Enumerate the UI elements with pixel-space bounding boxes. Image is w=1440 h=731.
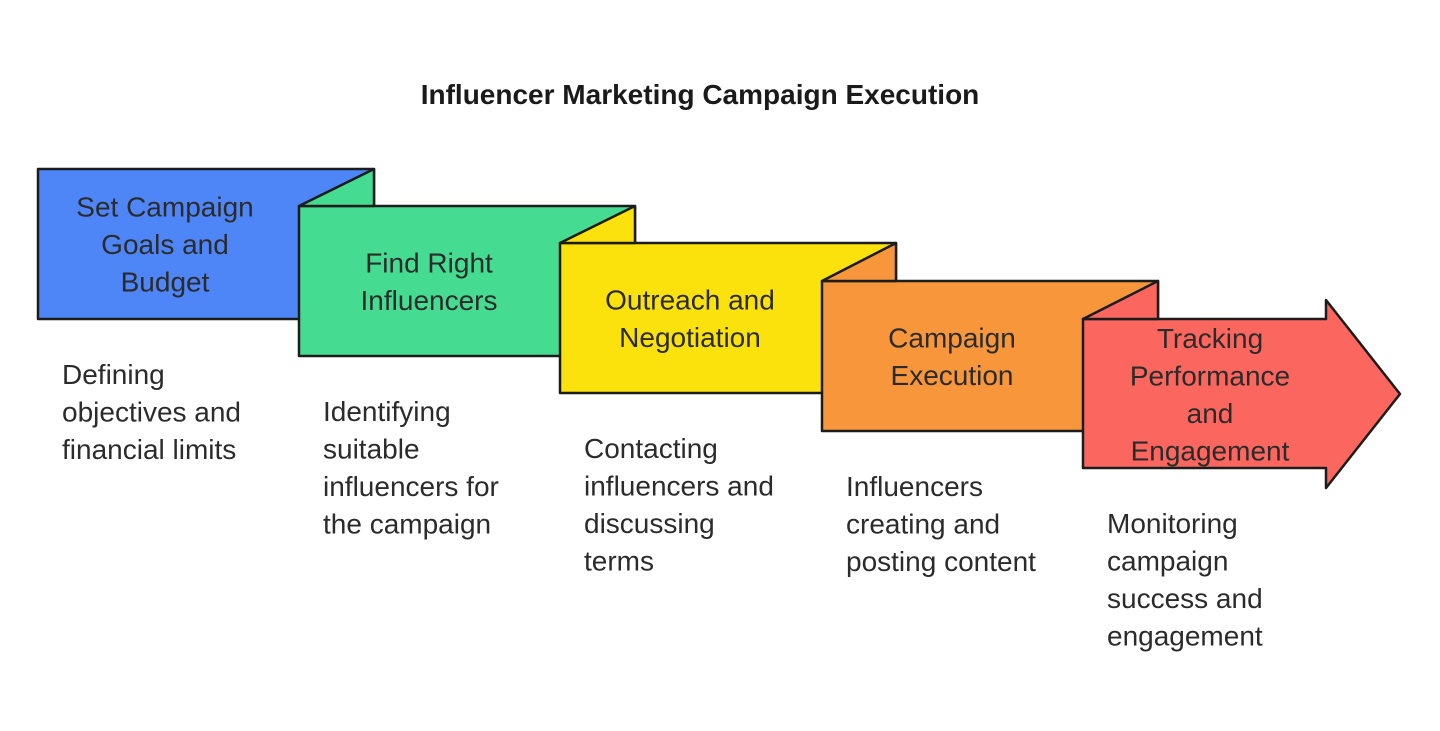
stage-2-label-line: Influencers bbox=[361, 285, 498, 316]
stage-5-label-line: and bbox=[1187, 398, 1234, 429]
stage-3-description-line: Contacting bbox=[584, 433, 718, 464]
stage-3-description-line: terms bbox=[584, 546, 654, 577]
stage-5-banner bbox=[1081, 298, 1402, 490]
stage-2-description-line: Identifying bbox=[323, 396, 451, 427]
stage-4-description-line: posting content bbox=[846, 546, 1036, 577]
stage-3-label-line: Negotiation bbox=[619, 322, 761, 353]
stage-4-description-line: creating and bbox=[846, 509, 1000, 540]
stage-1-label-line: Budget bbox=[121, 267, 210, 298]
stage-3-description-line: influencers and bbox=[584, 471, 774, 502]
stage-1-label-line: Goals and bbox=[101, 229, 229, 260]
stage-1-description-line: financial limits bbox=[62, 434, 236, 465]
stage-2-description-line: suitable bbox=[323, 434, 420, 465]
stage-5-label-line: Tracking bbox=[1157, 323, 1263, 354]
stage-5-description-line: Monitoring bbox=[1107, 508, 1238, 539]
stage-1-label-line: Set Campaign bbox=[76, 192, 253, 223]
stage-3-fold bbox=[558, 204, 637, 245]
stage-5-fold bbox=[1081, 279, 1160, 321]
stage-3-label-line: Outreach and bbox=[605, 284, 775, 315]
stage-1-description-line: Defining bbox=[62, 359, 165, 390]
stage-5-description-line: engagement bbox=[1107, 621, 1263, 652]
stage-5-label-line: Performance bbox=[1130, 360, 1290, 391]
stage-4-description-line: Influencers bbox=[846, 471, 983, 502]
stage-5 bbox=[1081, 298, 1402, 490]
stage-2-description-line: influencers for bbox=[323, 471, 499, 502]
stage-3-description-line: discussing bbox=[584, 508, 715, 539]
stage-4-fold bbox=[820, 241, 898, 283]
stage-4-label-line: Campaign bbox=[888, 322, 1016, 353]
stage-5-description-line: campaign bbox=[1107, 546, 1228, 577]
stage-5-label-line: Engagement bbox=[1131, 435, 1290, 466]
diagram-title: Influencer Marketing Campaign Execution bbox=[421, 79, 980, 110]
stage-4-label-line: Execution bbox=[891, 360, 1014, 391]
stage-5-description-line: success and bbox=[1107, 583, 1263, 614]
stage-1-description-line: objectives and bbox=[62, 397, 241, 428]
stage-2-fold bbox=[297, 167, 376, 208]
stage-2-description-line: the campaign bbox=[323, 509, 491, 540]
stage-2-label-line: Find Right bbox=[365, 247, 493, 278]
